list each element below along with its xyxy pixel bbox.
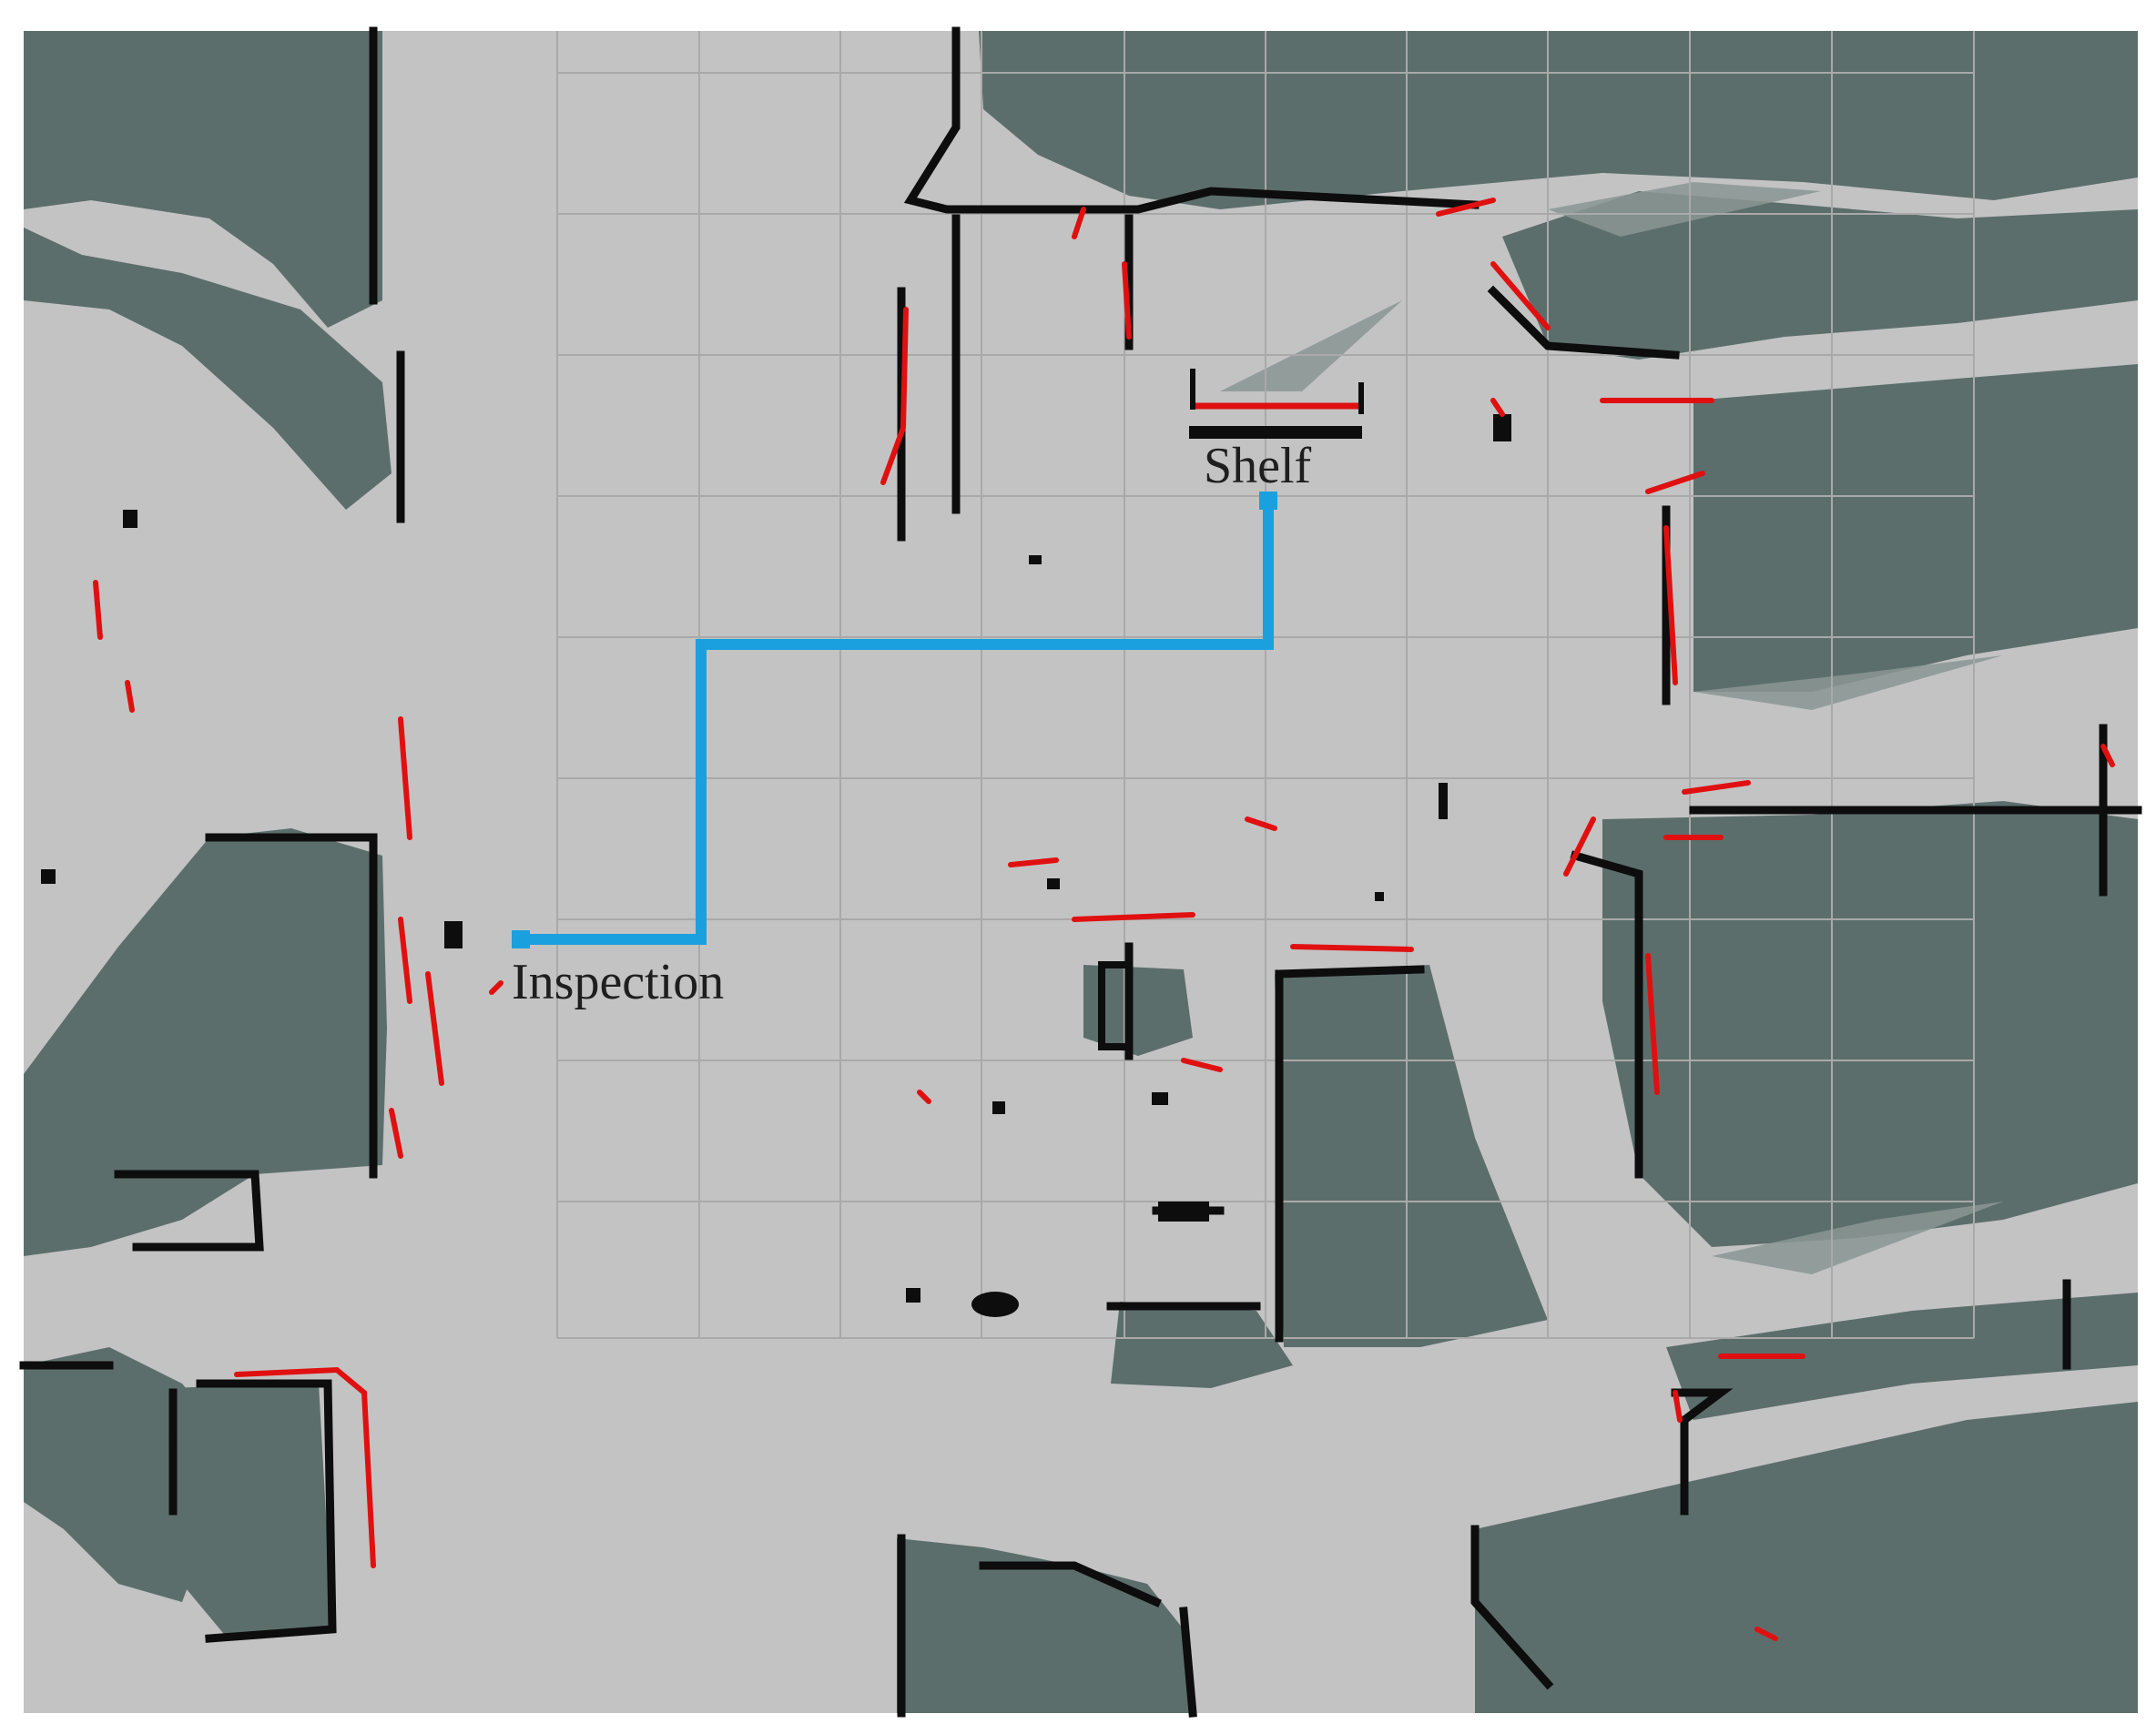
shelf-label: Shelf — [1204, 438, 1312, 494]
obstacle-wall — [1275, 965, 1425, 979]
obstacle-point — [992, 1101, 1005, 1114]
unknown-region — [1111, 1302, 1293, 1388]
laser-scan-segment — [1754, 1627, 1778, 1641]
obstacle-point — [1098, 961, 1133, 1050]
obstacle-point — [906, 1288, 920, 1303]
unknown-region — [24, 828, 387, 1256]
shelf-marker — [1189, 369, 1364, 439]
obstacle-wall — [205, 833, 378, 1179]
partial-region — [1693, 655, 2003, 710]
unknown-region — [164, 1384, 332, 1638]
obstacles — [19, 26, 2142, 1718]
obstacle-point — [1029, 555, 1042, 564]
unknown-region — [24, 228, 392, 510]
laser-scan-segment — [917, 1090, 931, 1104]
laser-scan-segment — [1245, 816, 1277, 831]
laser-scan-segment — [1490, 398, 1505, 417]
unknown-region — [1475, 1402, 2138, 1713]
obstacle-wall — [1671, 1388, 1734, 1516]
partial-region — [1712, 1202, 2003, 1274]
laser-scan-segment — [125, 680, 135, 713]
shelf-obstacle — [1189, 426, 1362, 439]
unknown-region — [1693, 364, 2138, 692]
laser-scan-segment — [1490, 261, 1551, 330]
unknown-region — [1602, 801, 2138, 1247]
laser-scan-segment — [1072, 912, 1195, 922]
obstacle-wall — [1179, 1607, 1197, 1718]
planned-path — [521, 501, 1274, 945]
laser-scan-segment — [1663, 525, 1678, 685]
laser-scan-segment — [1436, 198, 1496, 217]
laser-scan-segment — [1290, 944, 1414, 952]
laser-scan-segment — [1072, 207, 1086, 239]
laser-scan-segment — [1122, 261, 1132, 340]
obstacle-wall — [903, 26, 1480, 214]
obstacle-point — [41, 869, 56, 884]
inspection-label: Inspection — [512, 954, 724, 1010]
partial-region — [1548, 182, 1821, 237]
laser-scan-segment — [1645, 953, 1660, 1095]
obstacle-point — [1439, 783, 1448, 819]
laser-scan-segment — [234, 1366, 376, 1568]
laser-scan-segment — [93, 580, 103, 640]
laser-scan-segment — [1563, 816, 1596, 877]
obstacle-wall — [979, 1561, 1162, 1607]
unknown-region — [1502, 191, 2138, 360]
laser-scan-segment — [389, 1108, 403, 1159]
path-goal-marker — [1259, 492, 1277, 510]
unknown-region — [1083, 965, 1193, 1056]
laser-scan-segment — [2100, 744, 2115, 767]
obstacle-wall — [196, 1379, 337, 1643]
obstacle-point — [1158, 1202, 1209, 1222]
laser-scan-segment — [398, 716, 412, 840]
laser-scan-segment — [398, 917, 412, 1004]
laser-scan-segment — [425, 971, 444, 1086]
obstacle-points — [41, 414, 1511, 1317]
obstacle-wall — [1570, 850, 1643, 1179]
obstacle-point — [1493, 414, 1511, 441]
unknown-region — [24, 31, 382, 328]
laser-scan-segment — [1181, 1058, 1223, 1072]
laser-scan-segment — [1645, 471, 1705, 494]
laser-scan-segment — [1008, 857, 1059, 867]
obstacle-point — [1047, 878, 1060, 889]
unknown-region — [1666, 1293, 2138, 1420]
laser-scan-segment — [880, 307, 909, 485]
laser-scan-segment — [1682, 780, 1751, 795]
obstacle-point — [123, 510, 137, 528]
laser-scan — [93, 198, 2115, 1641]
obstacle-point — [1152, 1092, 1168, 1105]
obstacle-wall — [1470, 1525, 1554, 1690]
obstacle-wall — [1487, 285, 1680, 360]
laser-scan-segment — [489, 980, 503, 995]
laser-scan-segment — [1673, 1390, 1683, 1423]
obstacle-wall — [114, 1170, 264, 1252]
obstacle-point — [971, 1292, 1019, 1317]
obstacle-point — [444, 921, 463, 948]
obstacle-point — [1375, 892, 1384, 901]
unknown-region — [979, 31, 2138, 209]
path-start-marker — [512, 930, 530, 948]
